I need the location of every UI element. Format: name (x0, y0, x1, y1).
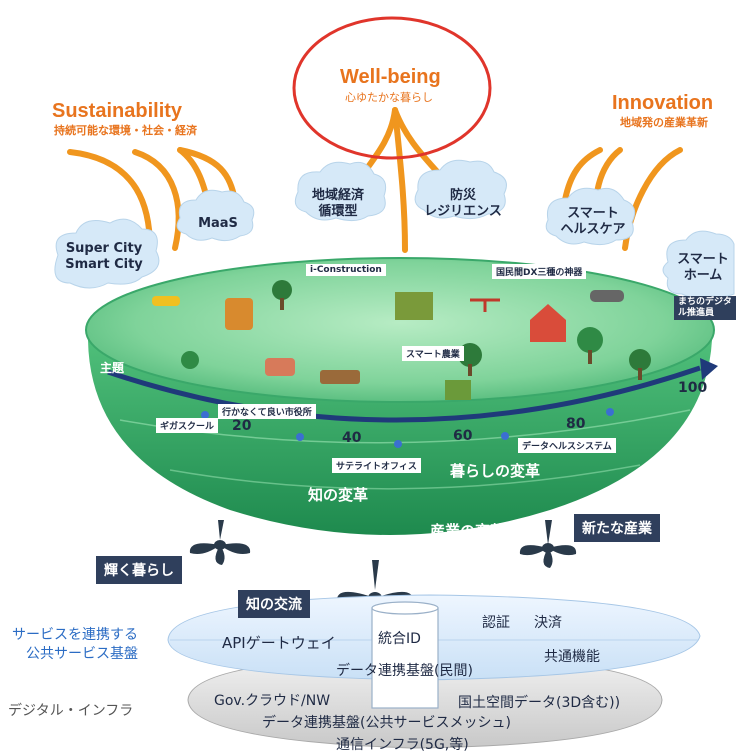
tag-data-health: データヘルスシステム (518, 438, 616, 453)
tag-city-hall: 行かなくて良い市役所 (218, 404, 316, 419)
cloud-disaster (414, 159, 507, 220)
cloud-line: ホーム (683, 268, 723, 284)
tag-satellite-office: サテライトオフィス (332, 458, 421, 473)
public-data-platform-label: データ連携基盤(公共サービスメッシュ) (262, 715, 511, 731)
innovation-title: Innovation (612, 92, 714, 114)
cloud-smart-home-label: スマート ホーム (670, 252, 736, 285)
timeline-tick-40: 40 (342, 430, 362, 446)
public-platform-side-label: サービスを連携する 公共サービス基盤 (12, 626, 138, 664)
cloud-line: レジリエンス (424, 204, 502, 220)
fan-left (189, 520, 251, 565)
network-infra-label: 通信インフラ(5G,等) (336, 737, 469, 753)
cloud-line: Smart City (65, 257, 143, 273)
tag-smart-agri: スマート農業 (402, 346, 464, 361)
timeline-tick-60: 60 (453, 428, 473, 444)
api-gateway-label: APIゲートウェイ (222, 634, 336, 652)
label-bright-life: 輝く暮らし (96, 556, 182, 584)
wellbeing-highlight-ring (292, 16, 492, 160)
band-life: 暮らしの変革 (450, 462, 541, 480)
innovation-subtitle: 地域発の産業革新 (620, 116, 708, 129)
bowl-top-surface (85, 257, 715, 403)
orange-arches (67, 107, 683, 253)
tag-giga-school: ギガスクール (156, 418, 219, 433)
tag-digital-promo: まちのデジタ ル推進員 (674, 296, 736, 320)
cloud-maas-label: MaaS (188, 216, 248, 232)
band-industry: 産業の変革 (430, 522, 506, 540)
cloud-line: スマート (567, 206, 619, 221)
timeline-tick-100: 100 (678, 380, 708, 396)
timeline-dot (606, 408, 614, 416)
tag-line: まちのデジタ (678, 297, 732, 307)
digital-infra-side-label: デジタル・インフラ (8, 703, 134, 719)
bowl-scenery (152, 280, 651, 400)
payment-label: 決済 (534, 615, 562, 631)
cloud-line: 防災 (449, 188, 476, 203)
label-new-industry: 新たな産業 (574, 514, 660, 542)
cloud-regional-economy (294, 161, 387, 222)
common-functions-label: 共通機能 (544, 649, 600, 665)
cloud-super-city-label: Super City Smart City (58, 241, 150, 274)
tag-dx-treasures: 国民間DX三種の神器 (492, 264, 587, 279)
side-line: サービスを連携する (12, 627, 138, 643)
cloud-line: ヘルスケア (560, 222, 626, 238)
cloud-smart-health-label: スマート ヘルスケア (552, 206, 634, 239)
wellbeing-title: Well-being (340, 66, 441, 88)
cloud-line: 地域経済 (311, 188, 364, 203)
cloud-line: スマート (677, 252, 729, 267)
unified-id-cylinder (371, 607, 439, 709)
timeline-tick-80: 80 (566, 416, 586, 432)
timeline-dot (501, 432, 509, 440)
cloud-line: 循環型 (318, 204, 358, 220)
fan-right (519, 520, 577, 568)
cloud-line: MaaS (198, 216, 238, 231)
band-knowledge: 知の変革 (308, 486, 369, 504)
side-line: 公共サービス基盤 (26, 645, 138, 662)
cloud-shapes (54, 159, 735, 300)
tag-line: ル推進員 (678, 307, 715, 318)
sustainability-title: Sustainability (52, 100, 183, 122)
wellbeing-subtitle: 心ゆたかな暮らし (345, 91, 433, 104)
label-knowledge-exchange: 知の交流 (238, 590, 310, 618)
timeline-dot (201, 411, 209, 419)
cloud-line: Super City (65, 241, 143, 256)
private-data-platform-label: データ連携基盤(民間) (336, 663, 473, 679)
gov-cloud-label: Gov.クラウド/NW (214, 693, 331, 709)
tag-i-construction: i-Construction (306, 264, 386, 276)
sustainability-subtitle: 持続可能な環境・社会・経済 (54, 124, 197, 137)
timeline-dot (296, 433, 304, 441)
timeline-tick-20: 20 (232, 418, 252, 434)
timeline-start-label: 主題 (100, 361, 125, 375)
cloud-regional-economy-label: 地域経済 循環型 (298, 188, 378, 221)
unified-id-label: 統合ID (378, 631, 421, 647)
cloud-super-city (54, 218, 160, 289)
timeline-dot (394, 440, 402, 448)
cloud-maas (176, 189, 255, 242)
geo-data-label: 国土空間データ(3D含む)) (458, 695, 621, 711)
timeline-arrowhead (700, 358, 718, 380)
auth-label: 認証 (482, 615, 510, 631)
cloud-smart-health (545, 187, 636, 246)
cloud-disaster-label: 防災 レジリエンス (420, 188, 506, 221)
timeline-track (107, 365, 701, 423)
bowl-band-line-2 (169, 464, 641, 490)
